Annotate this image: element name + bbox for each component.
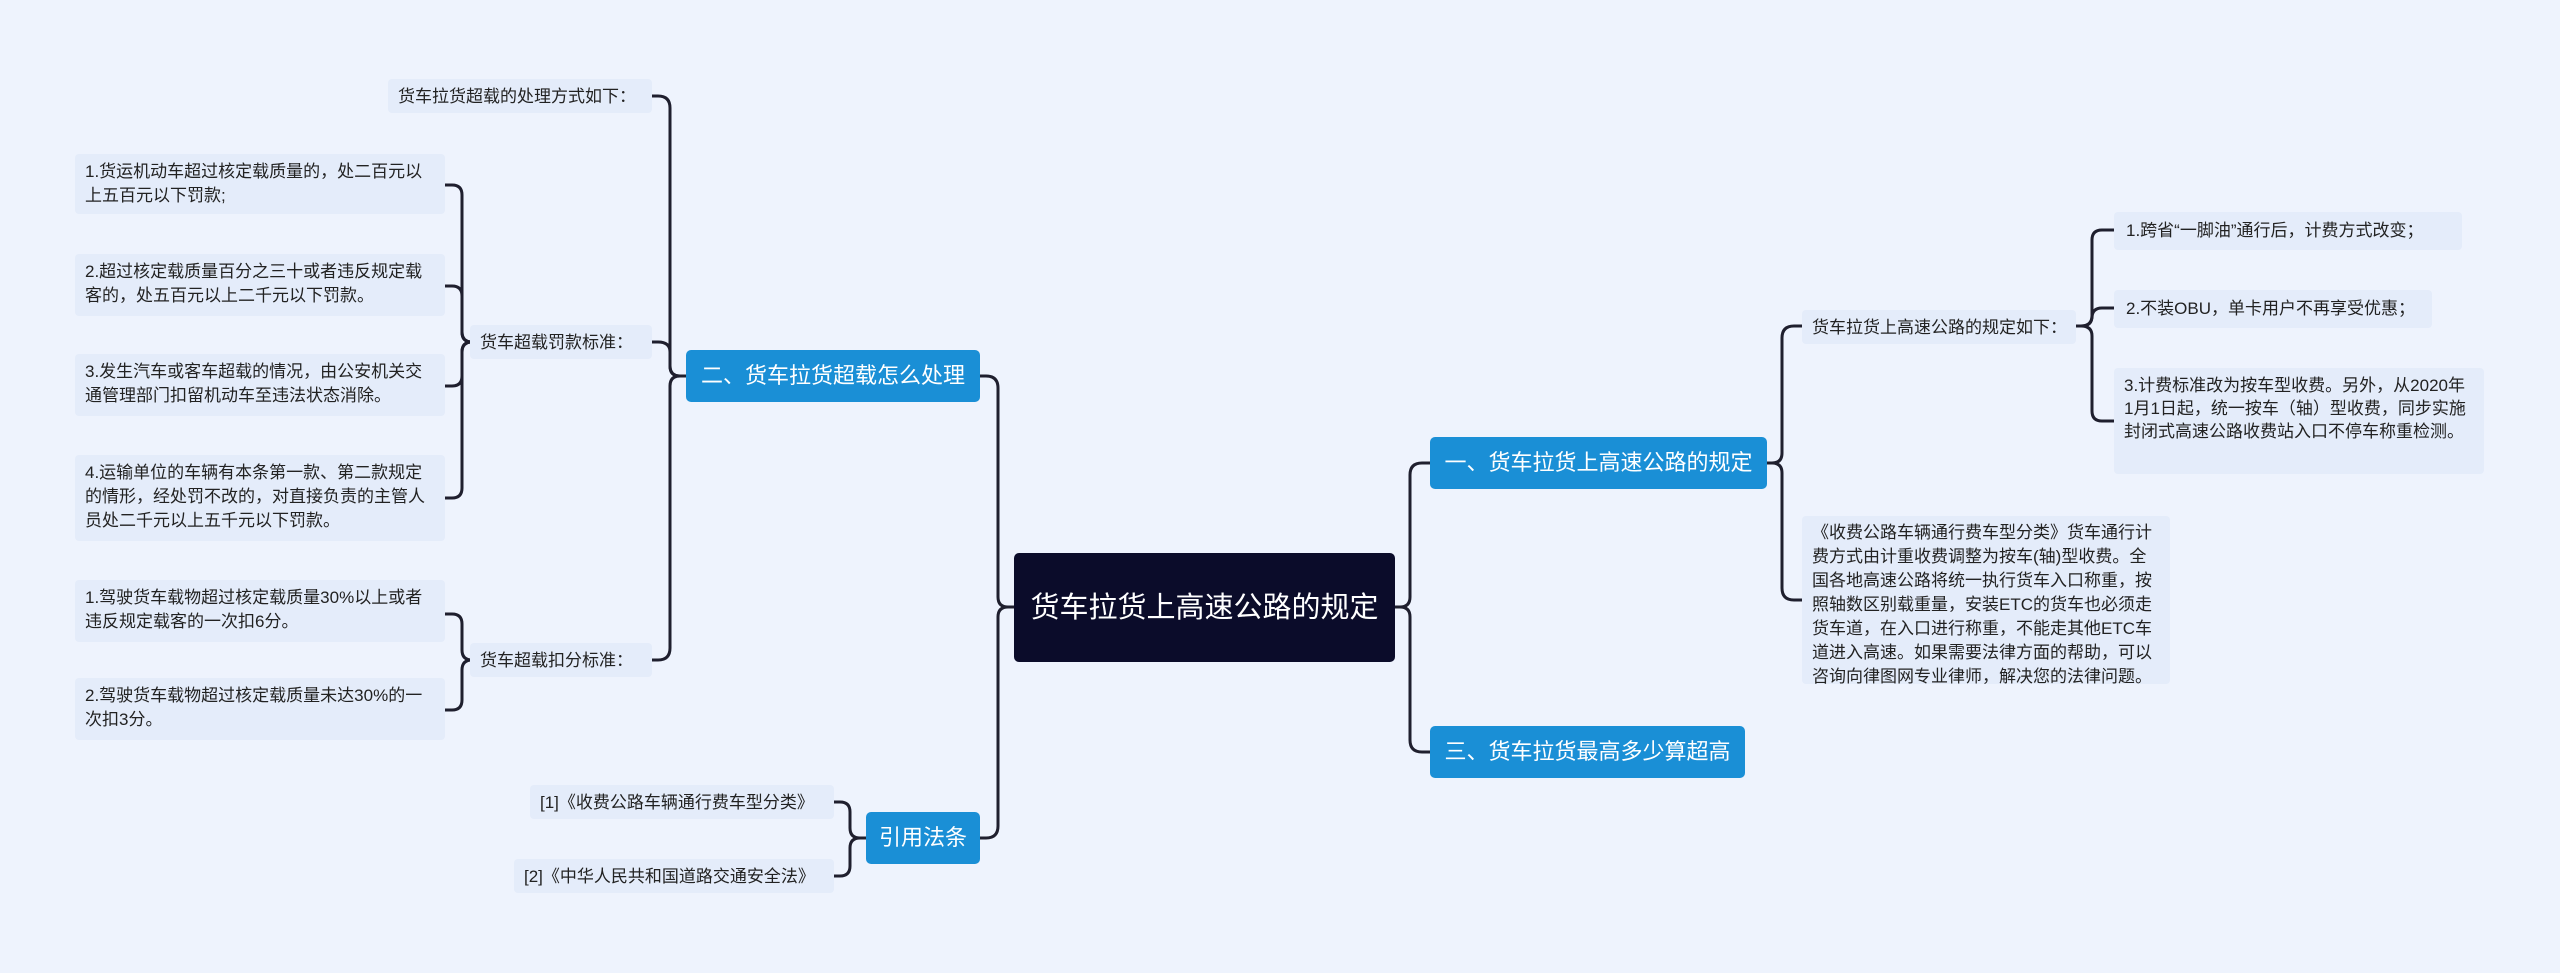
points-item-1[interactable]: 1.驾驶货车载物超过核定载质量30%以上或者违反规定载客的一次扣6分。 [75,580,445,642]
highway-rule-item-2[interactable]: 2.不装OBU，单卡用户不再享受优惠； [2114,290,2432,328]
fine-item-1[interactable]: 1.货运机动车超过核定载质量的，处二百元以上五百元以下罚款; [75,154,445,214]
points-item-2[interactable]: 2.驾驶货车载物超过核定载质量未达30%的一次扣3分。 [75,678,445,740]
overload-intro[interactable]: 货车拉货超载的处理方式如下： [388,79,652,113]
item-text: 1.货运机动车超过核定载质量的，处二百元以上五百元以下罚款; [85,162,423,205]
item-text: 4.运输单位的车辆有本条第一款、第二款规定的情形，经处罚不改的，对直接负责的主管… [85,463,425,530]
root-topic[interactable]: 货车拉货上高速公路的规定 [1014,553,1395,662]
item-text: 2.不装OBU，单卡用户不再享受优惠； [2126,299,2416,318]
fine-item-4[interactable]: 4.运输单位的车辆有本条第一款、第二款规定的情形，经处罚不改的，对直接负责的主管… [75,455,445,541]
branch-overload-handling[interactable]: 二、货车拉货超载怎么处理 [686,350,980,402]
fine-item-2[interactable]: 2.超过核定载质量百分之三十或者违反规定载客的，处五百元以上二千元以下罚款。 [75,254,445,316]
intro-text: 货车拉货超载的处理方式如下： [398,87,636,106]
heading-text: 货车超载罚款标准： [480,333,633,352]
branch-label: 三、货车拉货最高多少算超高 [1444,739,1731,764]
highway-rules-heading[interactable]: 货车拉货上高速公路的规定如下： [1802,310,2076,344]
ref-text: [2]《中华人民共和国道路交通安全法》 [524,867,815,886]
root-title: 货车拉货上高速公路的规定 [1030,591,1379,624]
branch-label: 一、货车拉货上高速公路的规定 [1444,450,1753,475]
fine-standard-heading[interactable]: 货车超载罚款标准： [470,325,652,359]
ref-text: [1]《收费公路车辆通行费车型分类》 [540,793,814,812]
cited-law-1[interactable]: [1]《收费公路车辆通行费车型分类》 [530,785,834,819]
fine-item-3[interactable]: 3.发生汽车或客车超载的情况，由公安机关交通管理部门扣留机动车至违法状态消除。 [75,354,445,416]
item-text: 3.发生汽车或客车超载的情况，由公安机关交通管理部门扣留机动车至违法状态消除。 [85,362,423,405]
branch-over-height[interactable]: 三、货车拉货最高多少算超高 [1430,726,1745,778]
item-text: 2.驾驶货车载物超过核定载质量未达30%的一次扣3分。 [85,686,423,729]
points-standard-heading[interactable]: 货车超载扣分标准： [470,643,652,677]
cited-law-2[interactable]: [2]《中华人民共和国道路交通安全法》 [514,859,834,893]
highway-rule-item-1[interactable]: 1.跨省“一脚油”通行后，计费方式改变； [2114,212,2462,250]
heading-text: 货车超载扣分标准： [480,651,633,670]
heading-text: 货车拉货上高速公路的规定如下： [1812,318,2067,337]
branch-cited-laws[interactable]: 引用法条 [866,812,980,864]
item-text: 1.跨省“一脚油”通行后，计费方式改变； [2126,221,2424,240]
note-text: 《收费公路车辆通行费车型分类》货车通行计费方式由计重收费调整为按车(轴)型收费。… [1812,523,2152,686]
item-text: 3.计费标准改为按车型收费。另外，从2020年1月1日起，统一按车（轴）型收费，… [2124,376,2466,441]
item-text: 1.驾驶货车载物超过核定载质量30%以上或者违反规定载客的一次扣6分。 [85,588,423,631]
highway-rule-item-3[interactable]: 3.计费标准改为按车型收费。另外，从2020年1月1日起，统一按车（轴）型收费，… [2114,368,2484,474]
branch-highway-rules[interactable]: 一、货车拉货上高速公路的规定 [1430,437,1767,489]
branch-label: 引用法条 [878,825,967,850]
branch-label: 二、货车拉货超载怎么处理 [700,363,965,388]
highway-rules-note[interactable]: 《收费公路车辆通行费车型分类》货车通行计费方式由计重收费调整为按车(轴)型收费。… [1802,516,2170,686]
item-text: 2.超过核定载质量百分之三十或者违反规定载客的，处五百元以上二千元以下罚款。 [85,262,423,305]
